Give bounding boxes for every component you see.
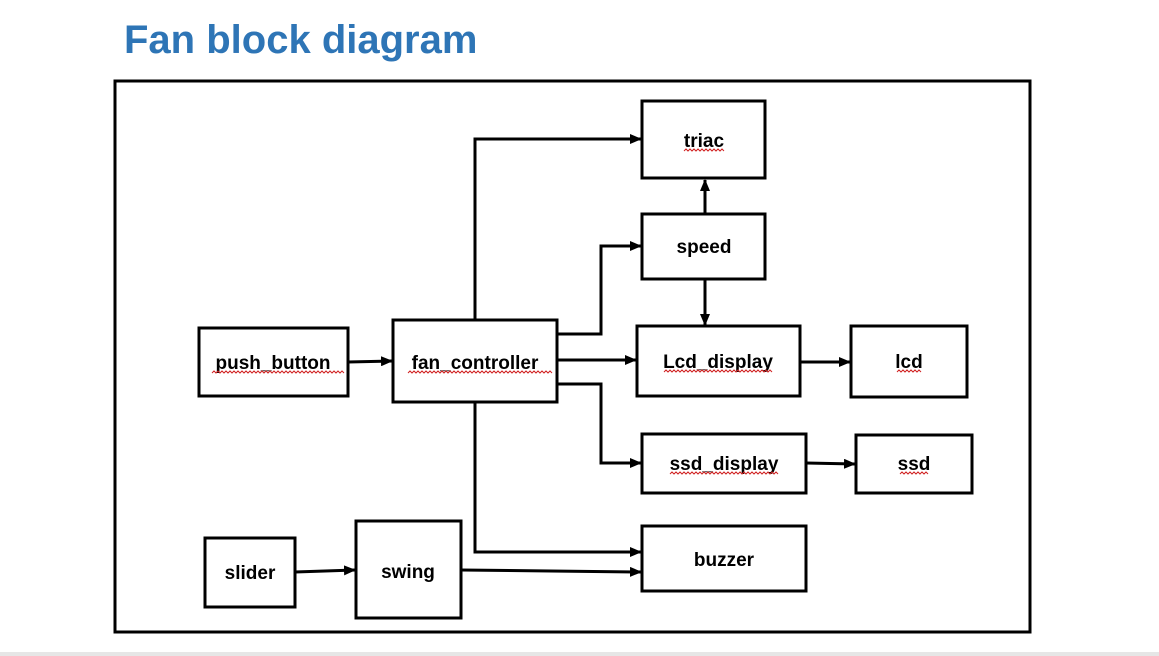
connector-fan_controller-speed — [557, 241, 642, 336]
block-label: triac — [684, 131, 725, 152]
connector-swing-buzzer — [460, 566, 642, 577]
diagram-title: Fan block diagram — [124, 18, 478, 62]
block-push_button: push_button — [197, 326, 350, 398]
spellcheck-underline — [211, 370, 345, 374]
block-fan_controller: fan_controller — [391, 318, 559, 404]
spellcheck-underline — [683, 148, 725, 152]
block-label: swing — [381, 562, 435, 583]
block-slider: slider — [203, 536, 297, 609]
block-ssd_display: ssd_display — [640, 432, 808, 495]
block-swing: swing — [354, 519, 463, 620]
connector-push_button-fan_controller — [347, 356, 393, 367]
connector-fan_controller-triac — [473, 134, 642, 320]
block-lcd: lcd — [849, 324, 969, 399]
connector-ssd_display-ssd — [805, 458, 856, 469]
block-label: fan_controller — [412, 353, 539, 374]
block-label: push_button — [215, 353, 330, 374]
block-triac: triac — [640, 99, 767, 180]
connector-slider-swing — [294, 565, 356, 576]
block-buzzer: buzzer — [640, 524, 808, 593]
connectors — [294, 134, 856, 577]
connector-fan_controller-buzzer — [473, 402, 642, 557]
spellcheck-underline — [896, 369, 922, 373]
block-label: slider — [225, 563, 276, 584]
diagram-frame — [113, 79, 1032, 634]
block-label: buzzer — [694, 550, 755, 571]
slide-bottom-border — [0, 652, 1159, 656]
block-speed: speed — [640, 212, 767, 281]
block-lcd_display: Lcd_display — [635, 324, 802, 398]
block-label: lcd — [895, 352, 922, 373]
spellcheck-underline — [663, 369, 773, 373]
connector-fan_controller-ssd_display — [557, 382, 642, 468]
block-label: Lcd_display — [663, 352, 773, 373]
spellcheck-underline — [407, 370, 553, 374]
block-ssd: ssd — [854, 433, 974, 495]
spellcheck-underline — [899, 471, 929, 475]
block-label: speed — [677, 237, 732, 258]
spellcheck-underline — [669, 471, 779, 475]
block-label: ssd_display — [670, 454, 779, 475]
block-label: ssd — [898, 454, 931, 475]
